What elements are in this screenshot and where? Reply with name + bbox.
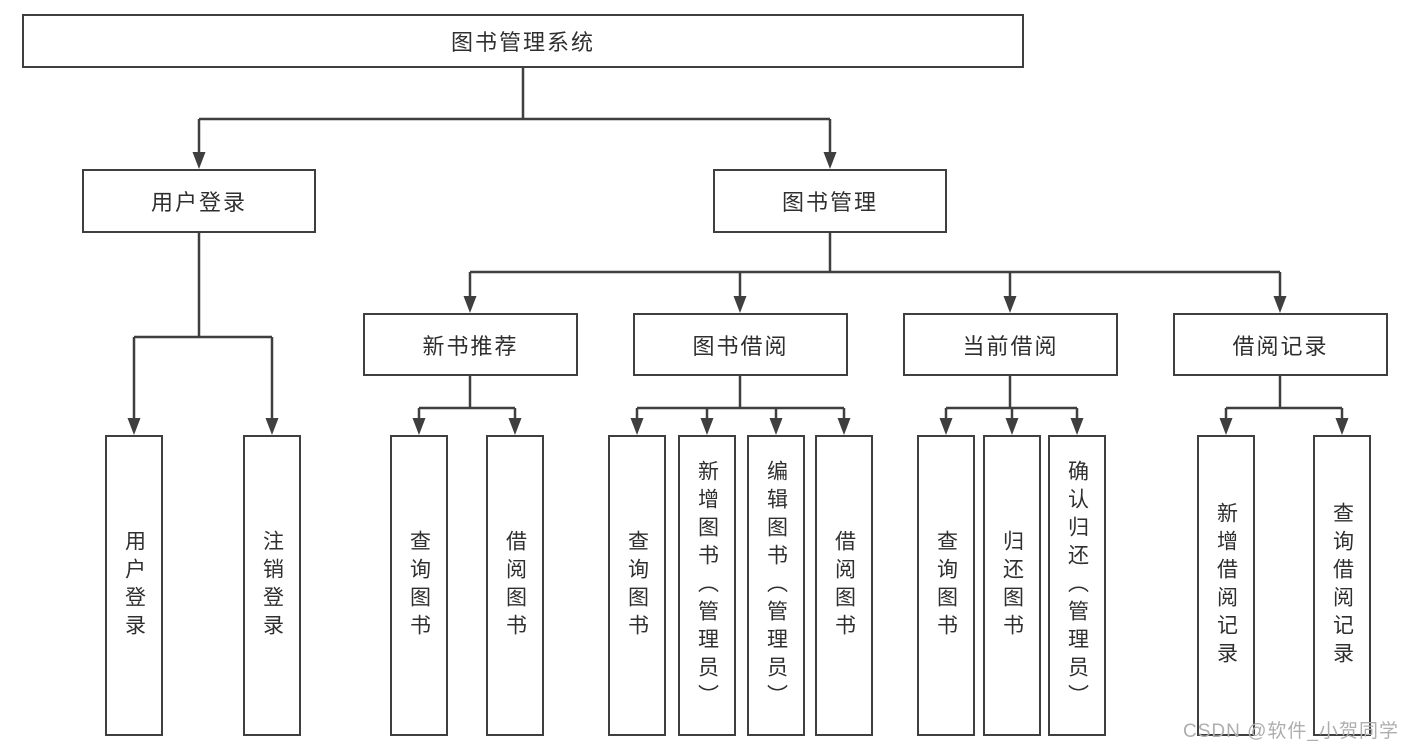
node-book-borrowing: 图书借阅 [633,313,848,376]
node-library-management-system: 图书管理系统 [22,14,1024,68]
node-new-book-recommendation: 新书推荐 [363,313,578,376]
leaf-logout: 注销登录 [243,435,301,736]
leaf-add-borrow-record: 新增借阅记录 [1197,435,1255,736]
leaf-return-book: 归还图书 [983,435,1041,736]
leaf-recommend-query-book: 查询图书 [390,435,448,736]
node-book-management-branch: 图书管理 [713,169,947,233]
csdn-watermark: CSDN @软件_小贺同学 [1183,721,1399,742]
leaf-edit-book-admin: 编辑图书（管理员） [747,435,805,736]
node-user-login-branch: 用户登录 [82,169,316,233]
node-borrowing-records: 借阅记录 [1173,313,1388,376]
leaf-borrowing-borrow-book: 借阅图书 [815,435,873,736]
leaf-recommend-borrow-book: 借阅图书 [486,435,544,736]
leaf-confirm-return-admin: 确认归还（管理员） [1048,435,1106,736]
leaf-query-borrow-record: 查询借阅记录 [1313,435,1371,736]
leaf-add-book-admin: 新增图书（管理员） [678,435,736,736]
leaf-borrowing-query-book: 查询图书 [608,435,666,736]
node-current-borrowing: 当前借阅 [903,313,1118,376]
leaf-current-query-book: 查询图书 [917,435,975,736]
leaf-user-login: 用户登录 [105,435,163,736]
